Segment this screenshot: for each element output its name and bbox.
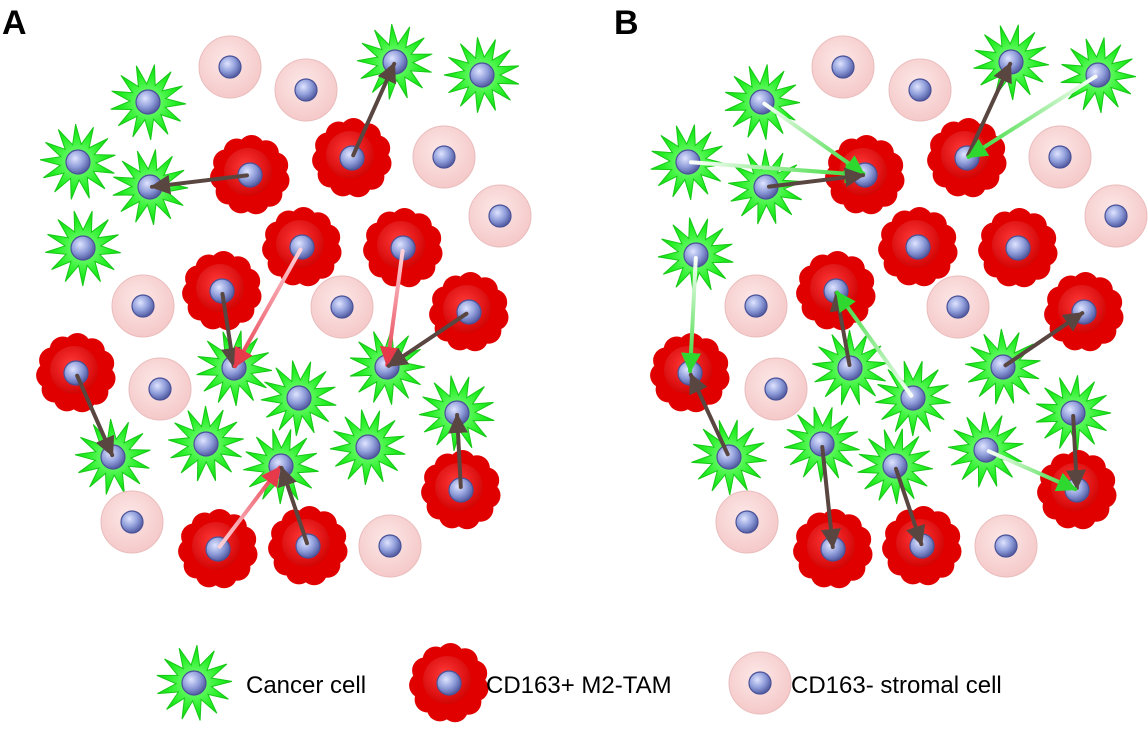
panel-a-interaction-arrow bbox=[379, 249, 405, 367]
panel-a-cancer-cell bbox=[110, 64, 187, 141]
panel-a-interaction-arrow bbox=[233, 247, 303, 369]
cancer-cell-icon bbox=[156, 644, 233, 721]
panel-b-interaction-arrow bbox=[762, 101, 866, 176]
panel-b-cancer-cell bbox=[724, 64, 801, 140]
panel-a-cancer-cell bbox=[168, 405, 244, 482]
panel-b-interaction-arrow bbox=[1003, 311, 1085, 368]
panel-b-m2-tam-cell bbox=[796, 251, 876, 331]
panel-a-cancer-cell bbox=[329, 409, 406, 486]
panel-a-stromal-cell bbox=[310, 275, 374, 339]
panel-b-cancer-cell bbox=[857, 428, 934, 505]
panel-b-stromal-cell bbox=[888, 58, 952, 122]
stromal-cell-icon bbox=[728, 651, 792, 715]
panel-b-cancer-cell bbox=[875, 360, 951, 437]
legend-cancer-label: Cancer cell bbox=[246, 672, 366, 699]
panel-a-m2-tam-cell bbox=[363, 208, 443, 288]
panel-a-m2-tam-cell bbox=[262, 207, 342, 287]
panel-b-m2-tam-cell bbox=[1044, 272, 1124, 352]
panel-a-cancer-cell bbox=[196, 330, 273, 407]
legend-stromal-label: CD163- stromal cell bbox=[791, 672, 1002, 699]
panel-b-stromal-cell bbox=[974, 514, 1038, 578]
panel-a-m2-tam-cell bbox=[421, 450, 501, 530]
arrows-layer bbox=[75, 61, 1098, 549]
panel-a-stromal-cell bbox=[111, 274, 175, 338]
panel-a-stromal-cell bbox=[274, 58, 338, 122]
m2-tam-icon bbox=[409, 643, 489, 723]
panel-b-m2-tam-cell bbox=[978, 208, 1058, 288]
panel-a-m2-tam-cell bbox=[210, 135, 290, 215]
panel-b-cancer-cell bbox=[812, 329, 888, 406]
panel-a-stromal-cell bbox=[198, 35, 262, 99]
panel-a-interaction-arrow bbox=[277, 465, 309, 546]
panel-b-m2-tam-cell bbox=[927, 118, 1007, 198]
panel-a-interaction-arrow bbox=[386, 311, 469, 368]
panel-a-interaction-arrow bbox=[217, 465, 282, 549]
panel-b-cancer-cell bbox=[784, 406, 860, 483]
panel-a-m2-tam-cell bbox=[182, 251, 262, 331]
panel-a-cancer-cell bbox=[356, 23, 433, 100]
panel-a-m2-tam-cell bbox=[429, 272, 509, 352]
panel-a-stromal-cell bbox=[468, 184, 532, 248]
panel-a-stromal-cell bbox=[412, 125, 476, 189]
panel-a-interaction-arrow bbox=[220, 292, 241, 368]
panel-a-interaction-arrow bbox=[351, 61, 397, 158]
legend-icons bbox=[156, 643, 792, 723]
panel-b-stromal-cell bbox=[926, 275, 990, 339]
panel-b-interaction-arrow bbox=[688, 372, 730, 457]
panel-b-cancer-cell bbox=[964, 328, 1041, 405]
panel-b-cancer-cell bbox=[947, 411, 1024, 488]
panel-b-stromal-cell bbox=[1084, 184, 1148, 248]
panel-b-interaction-arrow bbox=[894, 466, 926, 547]
cells-layer bbox=[36, 23, 1148, 589]
panel-b-interaction-arrow bbox=[986, 449, 1078, 492]
panel-b-stromal-cell bbox=[715, 490, 779, 554]
panel-a-cancer-cell bbox=[39, 123, 116, 200]
panel-a-m2-tam-cell bbox=[312, 118, 392, 198]
panel-b-interaction-arrow bbox=[820, 445, 841, 549]
panel-b-m2-tam-cell bbox=[878, 207, 958, 287]
panel-b-cancer-cell bbox=[691, 419, 767, 496]
panel-b-interaction-arrow bbox=[681, 256, 701, 373]
panel-b-interaction-arrow bbox=[767, 167, 865, 189]
panel-b-interaction-arrow bbox=[966, 74, 1098, 159]
legend: Cancer cell CD163+ M2-TAM CD163- stromal… bbox=[156, 643, 1002, 723]
panel-b-interaction-arrow bbox=[835, 290, 914, 398]
panel-a-label: A bbox=[2, 4, 27, 42]
panel-b-cancer-cell bbox=[1060, 37, 1137, 114]
panel-a-m2-tam-cell bbox=[36, 333, 116, 413]
panel-b-stromal-cell bbox=[811, 35, 875, 99]
panel-a-cancer-cell bbox=[260, 360, 337, 437]
panel-b-cancer-cell bbox=[728, 148, 804, 225]
panel-b-stromal-cell bbox=[724, 274, 788, 338]
panel-b-cancer-cell bbox=[657, 217, 734, 294]
panel-a-interaction-arrow bbox=[75, 373, 115, 458]
panel-a-interaction-arrow bbox=[448, 413, 469, 489]
panel-b-label: B bbox=[614, 4, 639, 42]
panel-a-stromal-cell bbox=[128, 357, 192, 421]
panel-a-interaction-arrow bbox=[150, 173, 249, 195]
panel-b-stromal-cell bbox=[744, 357, 808, 421]
panel-a-m2-tam-cell bbox=[178, 509, 258, 589]
panel-a-m2-tam-cell bbox=[268, 506, 348, 586]
panel-a-stromal-cell bbox=[100, 490, 164, 554]
panel-b-cancer-cell bbox=[1035, 375, 1112, 451]
panel-a-cancer-cell bbox=[443, 37, 520, 113]
panel-a-cancer-cell bbox=[45, 210, 121, 287]
panel-b-stromal-cell bbox=[1028, 125, 1092, 189]
legend-tam-label: CD163+ M2-TAM bbox=[486, 672, 672, 699]
panel-b-interaction-arrow bbox=[689, 160, 865, 184]
panel-a-stromal-cell bbox=[358, 514, 422, 578]
